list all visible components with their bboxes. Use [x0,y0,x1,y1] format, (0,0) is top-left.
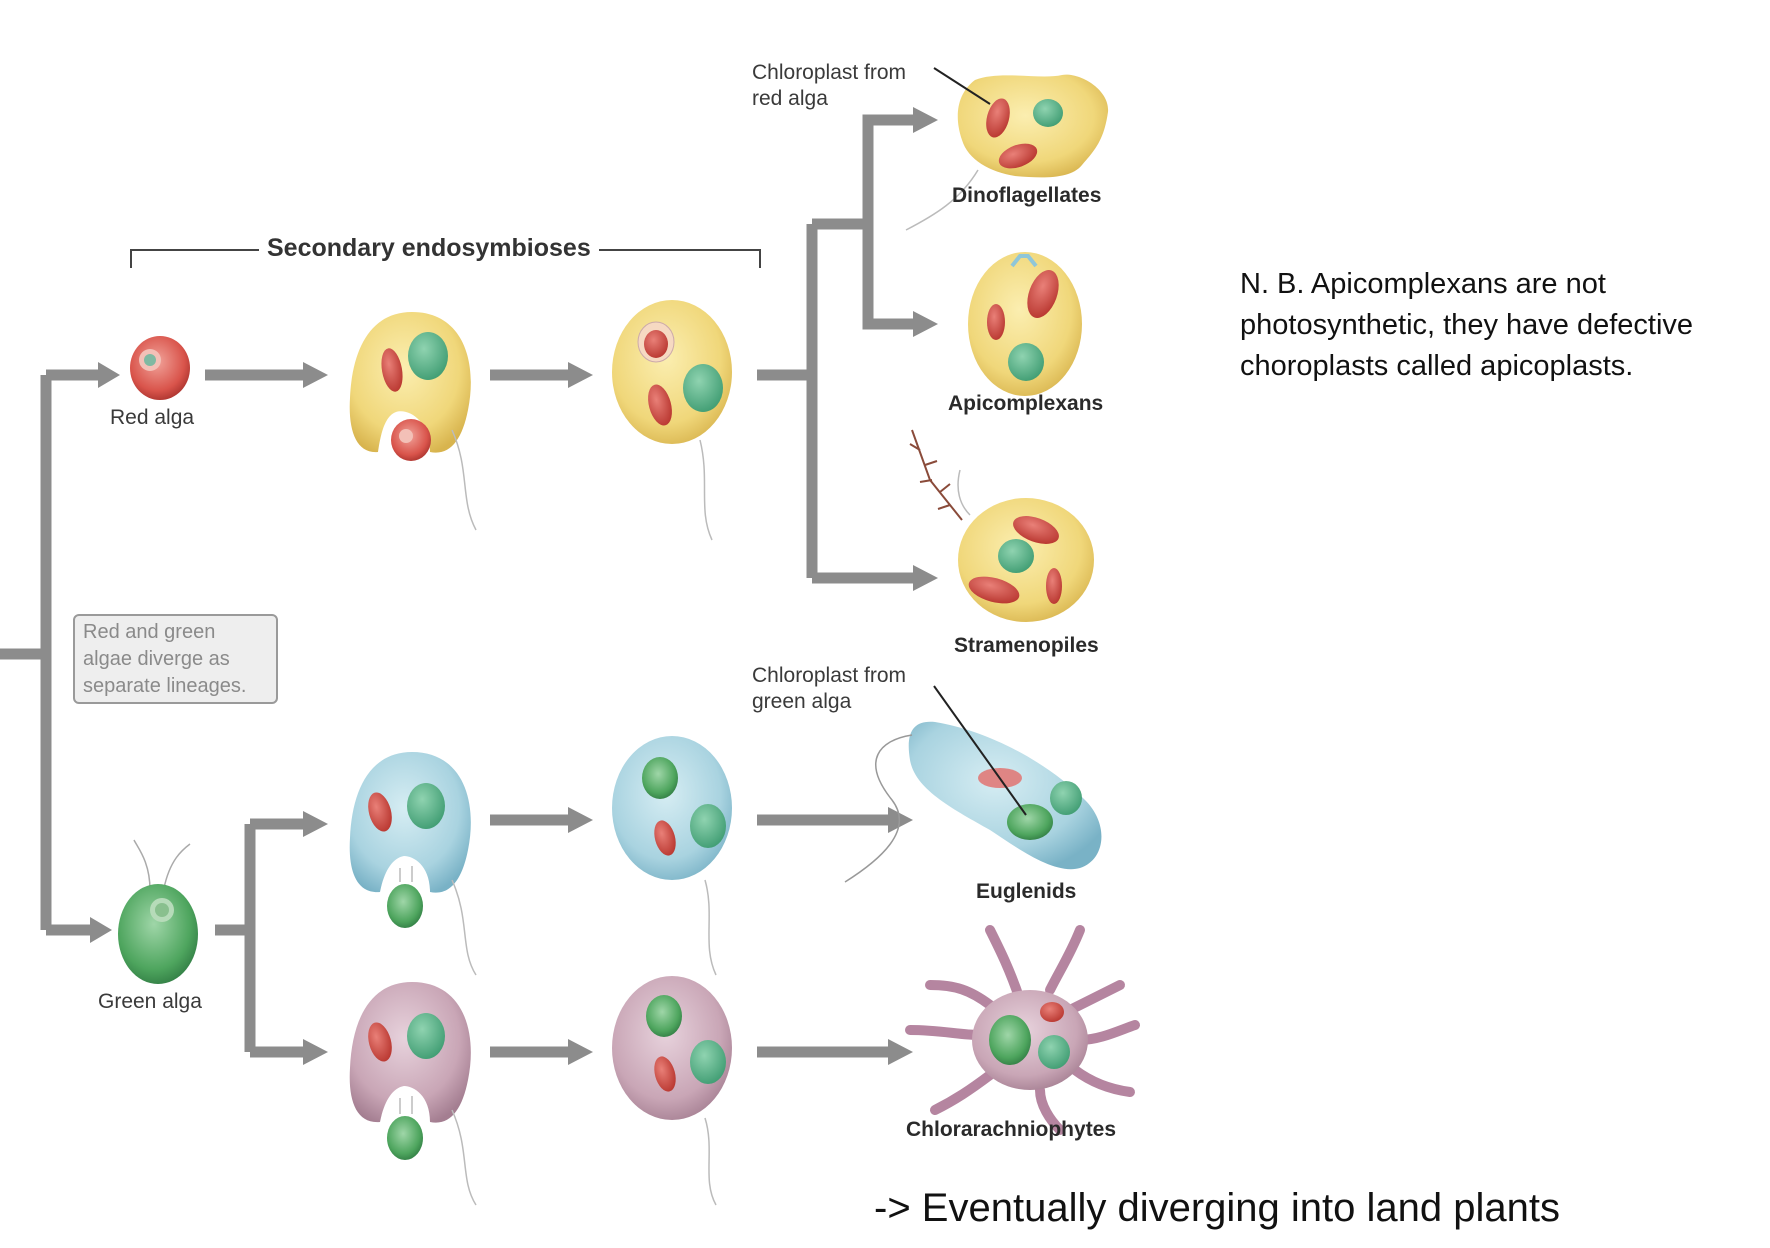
blue-secondary-cell [612,736,732,976]
dinoflagellates-label: Dinoflagellates [952,184,1102,207]
chlorarachniophyte-cell [905,925,1140,1135]
red-alga-cell [130,336,190,400]
chlorarachniophytes-label: Chlorarachniophytes [906,1118,1117,1141]
divergence-note-box: Red and green algae diverge as separate … [73,614,278,704]
euglenid-cell [844,721,1102,883]
red-chloroplast-callout-line-2: red alga [752,87,828,110]
red-chloroplast-callout-line-1: Chloroplast from [752,61,907,84]
red-chloroplast-callout: Chloroplast from red alga [752,60,906,112]
divergence-note-line-1: Red and green [83,621,216,643]
yellow-host-engulfing-red-alga [349,312,477,531]
dinoflagellate-cell [905,74,1109,231]
stramenopiles-label: Stramenopiles [954,634,1099,657]
lineage-arrows [0,114,915,1058]
green-chloroplast-callout-line-2: green alga [752,690,852,713]
green-chloroplast-callout: Chloroplast from green alga [752,663,906,715]
divergence-note-line-3: separate lineages. [83,675,247,697]
land-plants-note: -> Eventually diverging into land plants [874,1186,1560,1230]
purple-host-engulfing-green-alga [349,982,477,1206]
green-chloroplast-pointer [933,685,1027,816]
red-chloroplast-pointer [933,67,991,105]
yellow-secondary-cell [612,300,732,541]
euglenids-label: Euglenids [976,880,1077,903]
purple-secondary-cell [612,976,732,1206]
secondary-endosymbioses-heading: Secondary endosymbioses [259,234,599,263]
green-alga-label: Green alga [98,990,202,1013]
apicomplexan-branch [862,224,915,330]
blue-host-engulfing-green-alga [349,752,477,976]
green-alga-cell [118,839,198,984]
arrow-heads [90,107,938,1065]
green-chloroplast-callout-line-1: Chloroplast from [752,664,907,687]
red-alga-label: Red alga [110,406,195,429]
apicomplexans-label: Apicomplexans [948,392,1104,415]
divergence-note-line-2: algae diverge as [83,648,230,670]
stramenopile-cell [909,429,1094,622]
apicomplexan-cell [968,252,1082,396]
dinoflagellate-branch [812,114,915,230]
apicomplexan-note: N. B. Apicomplexans are not photosynthet… [1240,268,1694,382]
